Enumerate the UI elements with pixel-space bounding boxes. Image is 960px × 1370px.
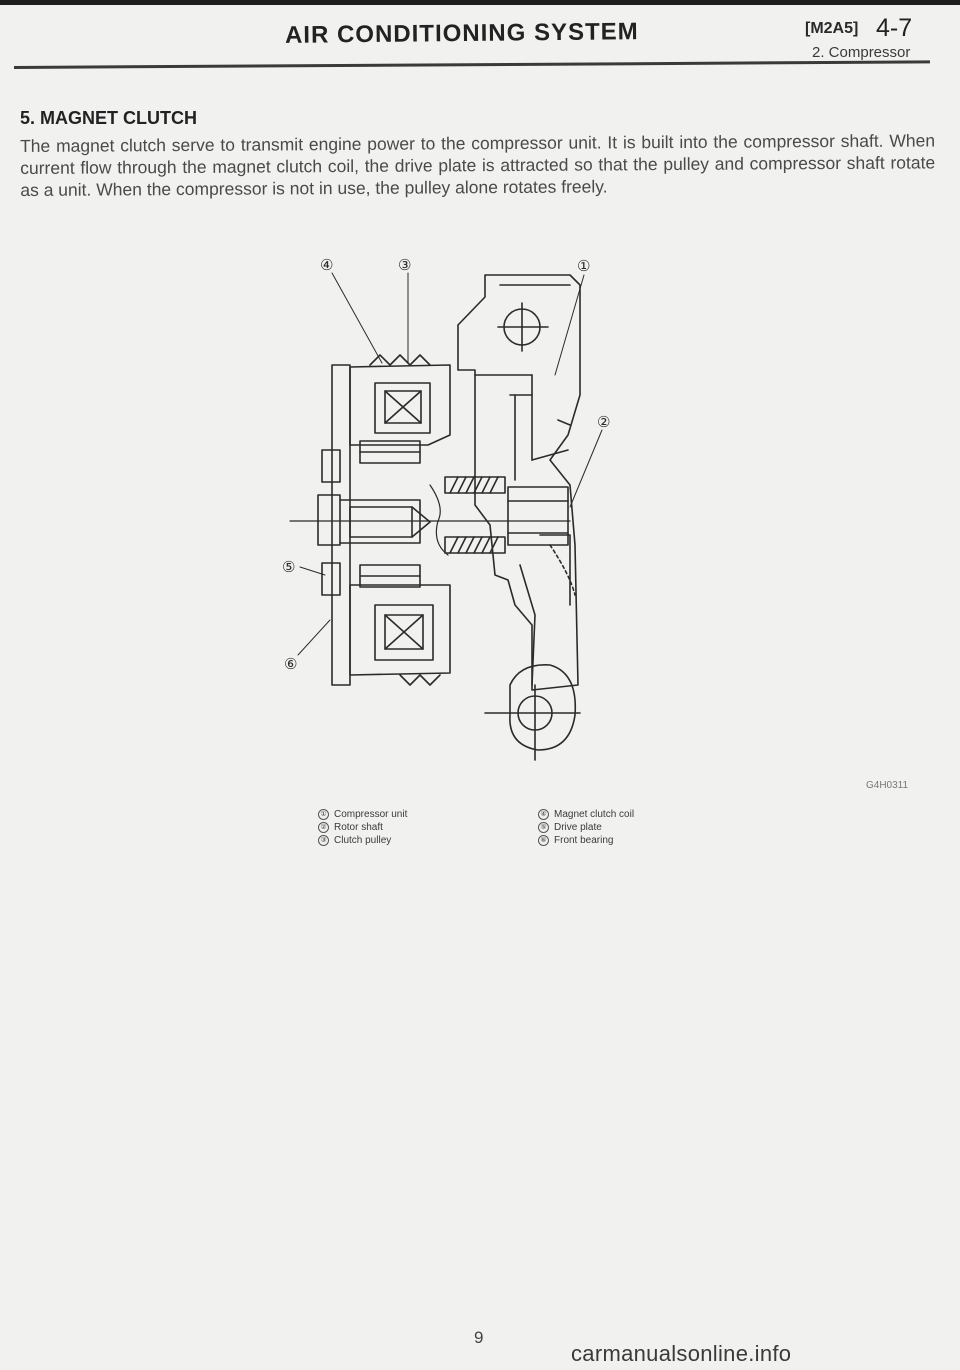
section-body-text: The magnet clutch serve to transmit engi… — [20, 130, 936, 200]
subsection-label: 2. Compressor — [812, 44, 911, 61]
header-divider — [13, 60, 930, 69]
legend-item: ③ Clutch pulley — [318, 834, 407, 847]
legend-item: ② Rotor shaft — [318, 821, 407, 834]
callout-3: ③ — [398, 256, 411, 274]
callout-6: ⑥ — [284, 655, 297, 673]
figure-code: G4H0311 — [866, 780, 909, 791]
top-edge-bar — [0, 0, 960, 5]
legend-item: ⑥ Front bearing — [538, 834, 634, 847]
compressor-housing — [457, 274, 581, 691]
page-title: AIR CONDITIONING SYSTEM — [284, 18, 639, 49]
section-heading: 5. MAGNET CLUTCH — [20, 108, 197, 128]
callout-4: ④ — [320, 256, 333, 274]
legend-item: ① Compressor unit — [318, 808, 407, 821]
legend-number: ③ — [318, 834, 329, 846]
legend-item: ④ Magnet clutch coil — [538, 808, 634, 821]
figure-legend-left: ① Compressor unit ② Rotor shaft ③ Clutch pu… — [318, 808, 407, 847]
legend-number: ⑥ — [538, 834, 549, 846]
figure-legend-right: ④ Magnet clutch coil ⑤ Drive plate ⑥ Front … — [538, 808, 634, 847]
legend-label: Clutch pulley — [334, 835, 392, 846]
legend-label: Magnet clutch coil — [554, 809, 635, 820]
legend-label: Drive plate — [554, 822, 602, 833]
legend-number: ④ — [538, 808, 549, 820]
legend-number: ⑤ — [538, 821, 549, 833]
drive-plate — [331, 364, 351, 686]
footer-page-number: 9 — [474, 1328, 484, 1347]
reference-code: [M2A5] — [805, 20, 859, 37]
watermark-text: carmanualsonline.info — [571, 1341, 792, 1366]
callout-1: ① — [577, 257, 590, 275]
legend-label: Front bearing — [554, 835, 614, 846]
legend-label: Rotor shaft — [334, 822, 383, 833]
legend-number: ① — [318, 808, 329, 820]
callout-5: ⑤ — [282, 558, 295, 576]
legend-label: Compressor unit — [334, 809, 408, 820]
callout-2: ② — [597, 413, 610, 431]
legend-item: ⑤ Drive plate — [538, 821, 634, 834]
magnet-clutch-diagram: ④ ③ ① ② ⑤ ⑥ — [270, 245, 630, 770]
page-number: 4-7 — [876, 14, 913, 42]
legend-number: ② — [318, 821, 329, 833]
magnet-clutch-coil — [374, 382, 431, 434]
